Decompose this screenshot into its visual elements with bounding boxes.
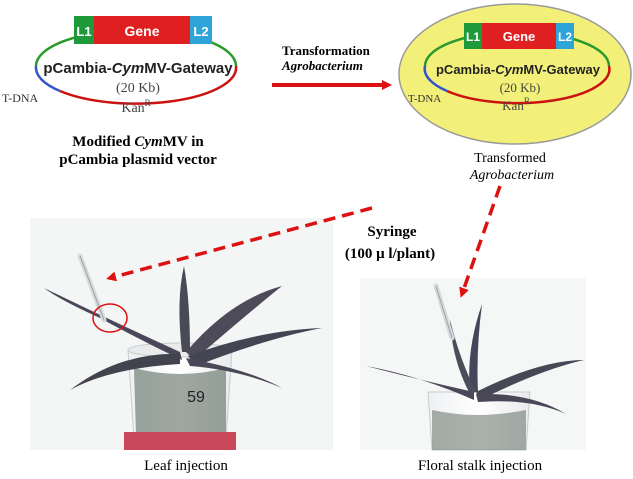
floral-stalk xyxy=(469,304,482,392)
plasmid-left-ring-red xyxy=(59,65,238,105)
plasmid-right-size: (20 Kb) xyxy=(500,80,541,95)
plasmid-left-name-prefix: pCambia- xyxy=(43,60,111,77)
leaf-1 xyxy=(44,288,182,360)
plasmid-left-l2-box xyxy=(190,16,212,44)
plasmid-right-kan-base: Kan xyxy=(502,98,524,113)
plasmid-left-tdna: T-DNA xyxy=(2,91,39,105)
plasmid-right-l2-box xyxy=(556,23,574,49)
plasmid-left-kan-base: Kan xyxy=(121,101,144,116)
transformed-agro-caption: Agrobacterium xyxy=(469,168,554,183)
plasmid-right-name-suffix: MV-Gateway xyxy=(523,62,600,77)
plasmid-right-l1-label: L1 xyxy=(466,30,480,44)
plasmid-right-ring-blue xyxy=(423,65,448,93)
plasmid-right-l2-label: L2 xyxy=(558,30,572,44)
pot-saucer xyxy=(124,432,236,450)
plasmid-left-ring-blue xyxy=(34,65,61,93)
leaf-injection-caption: Leaf injection xyxy=(144,458,228,474)
plasmid-left-name-suffix: MV-Gateway xyxy=(144,60,233,77)
modified-caption-italic: Cym xyxy=(134,134,162,150)
agrobacterium-label: Agrobacterium xyxy=(281,58,363,73)
leaf-4 xyxy=(186,286,282,360)
syringe-label: Syringe xyxy=(367,224,417,240)
plasmid-right-name-prefix: pCambia- xyxy=(436,62,495,77)
plasmid-right-l1-box xyxy=(464,23,482,49)
plasmid-left-l1-box xyxy=(74,16,94,44)
leaf-injection-photo: 59 xyxy=(30,218,333,450)
injection-site-marker xyxy=(92,303,128,333)
pot-label: 59 xyxy=(187,389,205,406)
plasmid-right-tdna: T-DNA xyxy=(408,93,441,105)
plasmid-left-l2-label: L2 xyxy=(193,24,208,39)
plasmid-left-gene-box xyxy=(94,16,190,44)
plasmid-left: L1 Gene L2 pCambia-CymMV-Gateway (20 Kb)… xyxy=(2,16,238,116)
modified-caption-prefix: Modified xyxy=(72,134,134,150)
plasmid-left-name: pCambia-CymMV-Gateway xyxy=(43,60,233,77)
plasmid-right: L1 Gene L2 pCambia-CymMV-Gateway (20 Kb)… xyxy=(398,3,632,145)
floral-injection-caption: Floral stalk injection xyxy=(418,458,543,474)
plasmid-left-kan: KanR xyxy=(121,98,150,116)
floral-injection-photo xyxy=(360,278,586,451)
transformed-caption: Transformed xyxy=(474,151,546,166)
transformation-label: Transformation xyxy=(282,43,371,58)
plasmid-right-ring-red xyxy=(446,65,611,105)
modified-caption-line2: pCambia plasmid vector xyxy=(59,152,217,168)
plasmid-right-name-italic: Cym xyxy=(495,62,524,77)
plasmid-right-gene-box xyxy=(482,23,556,49)
plasmid-left-l1-label: L1 xyxy=(76,24,91,39)
modified-caption-suffix: MV in xyxy=(163,134,205,150)
plasmid-left-name-italic: Cym xyxy=(112,60,145,77)
plasmid-left-size: (20 Kb) xyxy=(116,81,160,96)
modified-caption-line1: Modified CymMV in xyxy=(72,134,204,150)
dose-label: (100 μ l/plant) xyxy=(345,246,435,262)
leaf-injection-arrow xyxy=(106,206,373,282)
leaf-2 xyxy=(70,353,180,390)
plasmid-right-name: pCambia-CymMV-Gateway xyxy=(436,62,601,77)
plasmid-left-gene-label: Gene xyxy=(124,23,159,39)
plasmid-right-gene-label: Gene xyxy=(503,29,536,44)
plasmid-right-kan: KanR xyxy=(502,96,530,113)
leaf-3 xyxy=(179,266,190,352)
floral-injection-arrow xyxy=(459,185,502,298)
plasmid-left-kan-sup: R xyxy=(145,98,151,108)
floral-leaf-3 xyxy=(476,393,566,414)
leaf-6 xyxy=(186,358,282,388)
plasmid-right-kan-sup: R xyxy=(524,96,530,106)
